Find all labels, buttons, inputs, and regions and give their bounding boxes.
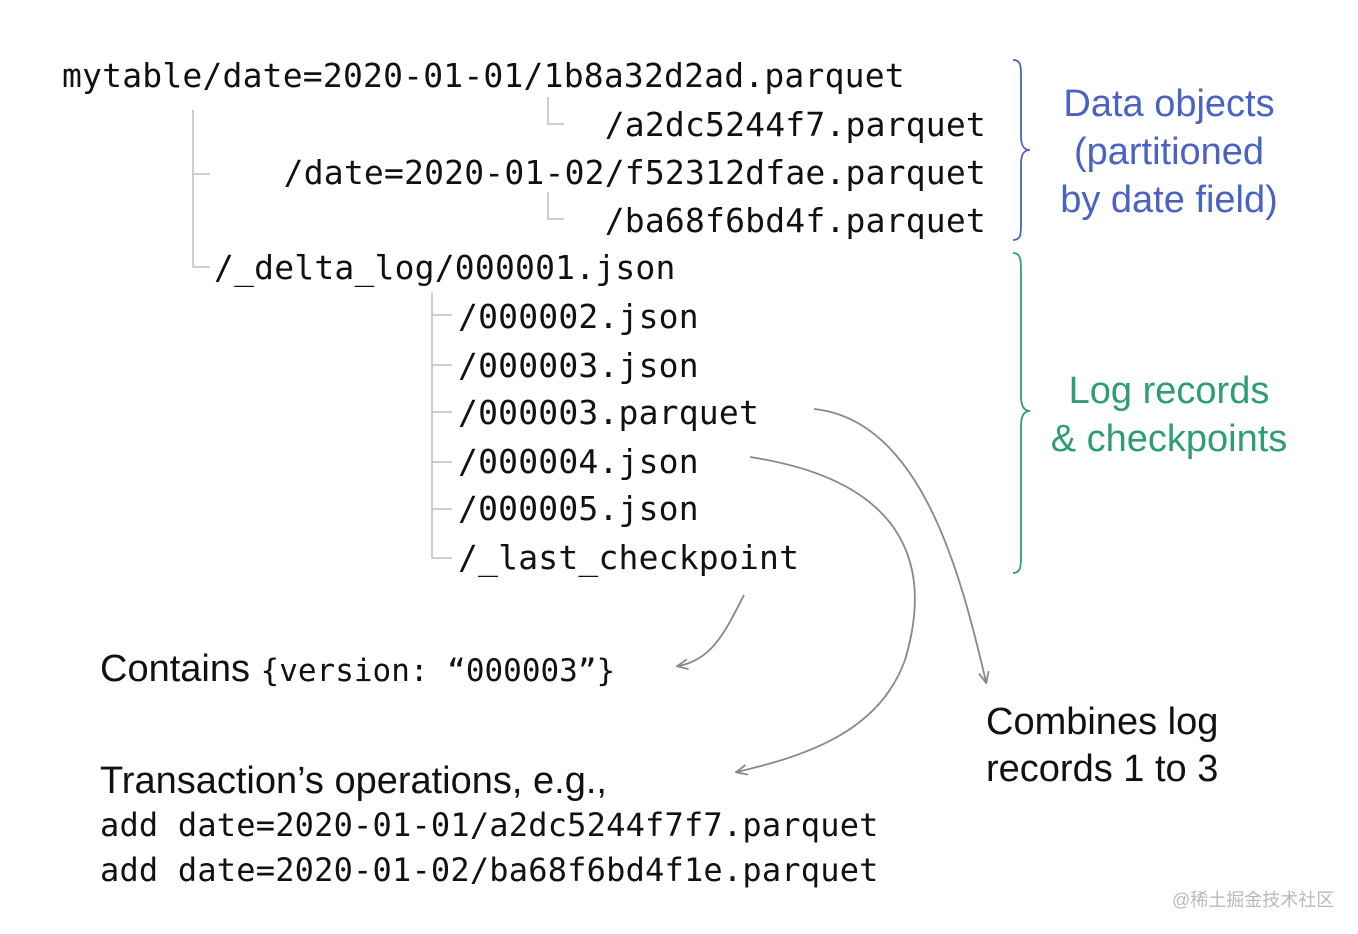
tree-log-000003: /000003.json: [458, 346, 699, 385]
tree-log-000004: /000004.json: [458, 442, 699, 481]
transaction-op-2: add date=2020-01-02/ba68f6bd4f1e.parquet: [100, 851, 879, 889]
arrow-last-checkpoint-to-contains: [678, 594, 745, 666]
combines-note-line-2: records 1 to 3: [986, 748, 1219, 790]
tree-date-02-path: /date=2020-01-02/f52312dfae.parquet: [283, 153, 986, 192]
tree-connectors: [192, 97, 564, 559]
contains-prefix: Contains: [100, 648, 261, 690]
combines-note-line-1: Combines log: [986, 701, 1219, 743]
log-records-label: Log records & checkpoints: [1036, 367, 1302, 463]
tree-file-a2dc5244f7: /a2dc5244f7.parquet: [604, 105, 986, 144]
tree-last-checkpoint: /_last_checkpoint: [458, 538, 800, 577]
log-records-brace: [1012, 252, 1031, 574]
data-objects-brace: [1012, 59, 1031, 241]
arrow-000004-to-transaction: [737, 456, 916, 772]
tree-connector-root-trunk: [192, 110, 210, 268]
log-records-label-line-1: Log records: [1068, 370, 1270, 412]
tree-connector-log-trunk: [431, 292, 452, 559]
combines-note: Combines log records 1 to 3: [986, 703, 1218, 788]
data-objects-label: Data objects (partitioned by date field): [1040, 80, 1298, 224]
tree-connector-file-1b: [547, 97, 564, 125]
data-objects-label-line-1: Data objects: [1063, 83, 1275, 125]
tree-connector-file-2b: [547, 192, 564, 220]
data-objects-label-line-3: by date field): [1060, 179, 1278, 221]
tree-delta-log-path: /_delta_log/000001.json: [214, 248, 676, 287]
tree-log-000002: /000002.json: [458, 297, 699, 336]
data-objects-label-line-2: (partitioned: [1073, 131, 1265, 173]
tree-log-000005: /000005.json: [458, 489, 699, 528]
log-records-label-line-2: & checkpoints: [1050, 418, 1288, 460]
arrow-checkpoint-to-combines: [813, 408, 986, 682]
transaction-op-1: add date=2020-01-01/a2dc5244f7f7.parquet: [100, 806, 879, 844]
transaction-title: Transaction’s operations, e.g.,: [100, 760, 607, 802]
watermark: @稀土掘金技术社区: [1172, 890, 1335, 910]
tree-root-path: mytable/date=2020-01-01/1b8a32d2ad.parqu…: [62, 56, 905, 95]
tree-file-ba68f6bd4f: /ba68f6bd4f.parquet: [604, 201, 986, 240]
tree-checkpoint-000003: /000003.parquet: [458, 393, 760, 432]
contains-version-code: {version: “000003”}: [260, 653, 616, 689]
contains-note: Contains {version: “000003”}: [100, 650, 615, 688]
